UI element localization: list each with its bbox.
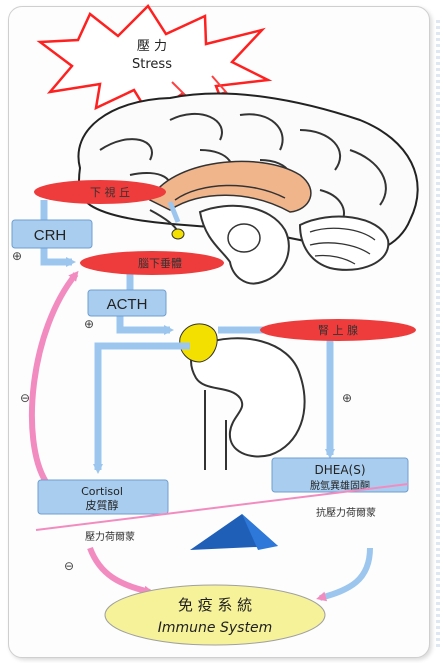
- hypothalamus-label: 下 視 丘: [90, 185, 130, 199]
- crh-box: CRH: [11, 219, 93, 249]
- stress-burst: 壓 力 Stress: [36, 4, 273, 118]
- sign-markers: ⊕ ⊕ ⊕ ⊖ ⊖: [12, 249, 352, 573]
- immune-system-node: 免 疫 系 統 Immune System: [104, 584, 326, 646]
- cortisol-en-label: Cortisol: [81, 485, 123, 498]
- dhea-caption: 抗壓力荷爾蒙: [316, 506, 376, 519]
- acth-box: ACTH: [87, 289, 167, 317]
- dhea-zh-label: 脫氫異雄固酮: [310, 479, 370, 492]
- minus-sign: ⊖: [20, 391, 30, 405]
- crh-label: CRH: [34, 227, 67, 244]
- adrenal-label: 腎 上 腺: [318, 323, 358, 337]
- acth-label: ACTH: [107, 296, 148, 313]
- kidney-illustration: [179, 323, 306, 470]
- cortisol-zh-label: 皮質醇: [86, 498, 119, 512]
- stress-en-label: Stress: [132, 57, 172, 72]
- cortisol-box: Cortisol 皮質醇: [37, 479, 169, 515]
- brain-illustration: [77, 92, 419, 285]
- adrenal-gland: [179, 323, 218, 363]
- page-edge-decoration: [436, 20, 440, 650]
- stress-zh-label: 壓 力: [137, 39, 167, 54]
- pituitary-label: 腦下垂體: [138, 256, 182, 270]
- plus-sign: ⊕: [84, 317, 94, 331]
- dhea-box: DHEA(S) 脫氫異雄固酮: [271, 457, 409, 493]
- plus-sign: ⊕: [12, 249, 22, 263]
- cortisol-caption: 壓力荷爾蒙: [85, 530, 135, 543]
- immune-en-label: Immune System: [158, 620, 272, 636]
- adrenal-node: 腎 上 腺: [260, 319, 416, 341]
- minus-sign: ⊖: [64, 559, 74, 573]
- pituitary-node: 腦下垂體: [80, 251, 224, 275]
- plus-sign: ⊕: [342, 391, 352, 405]
- pink-arrows: [28, 270, 373, 602]
- dhea-en-label: DHEA(S): [314, 463, 365, 477]
- immune-zh-label: 免 疫 系 統: [178, 596, 252, 614]
- balance-scale: [35, 483, 409, 550]
- hypothalamus-node: 下 視 丘: [34, 180, 166, 204]
